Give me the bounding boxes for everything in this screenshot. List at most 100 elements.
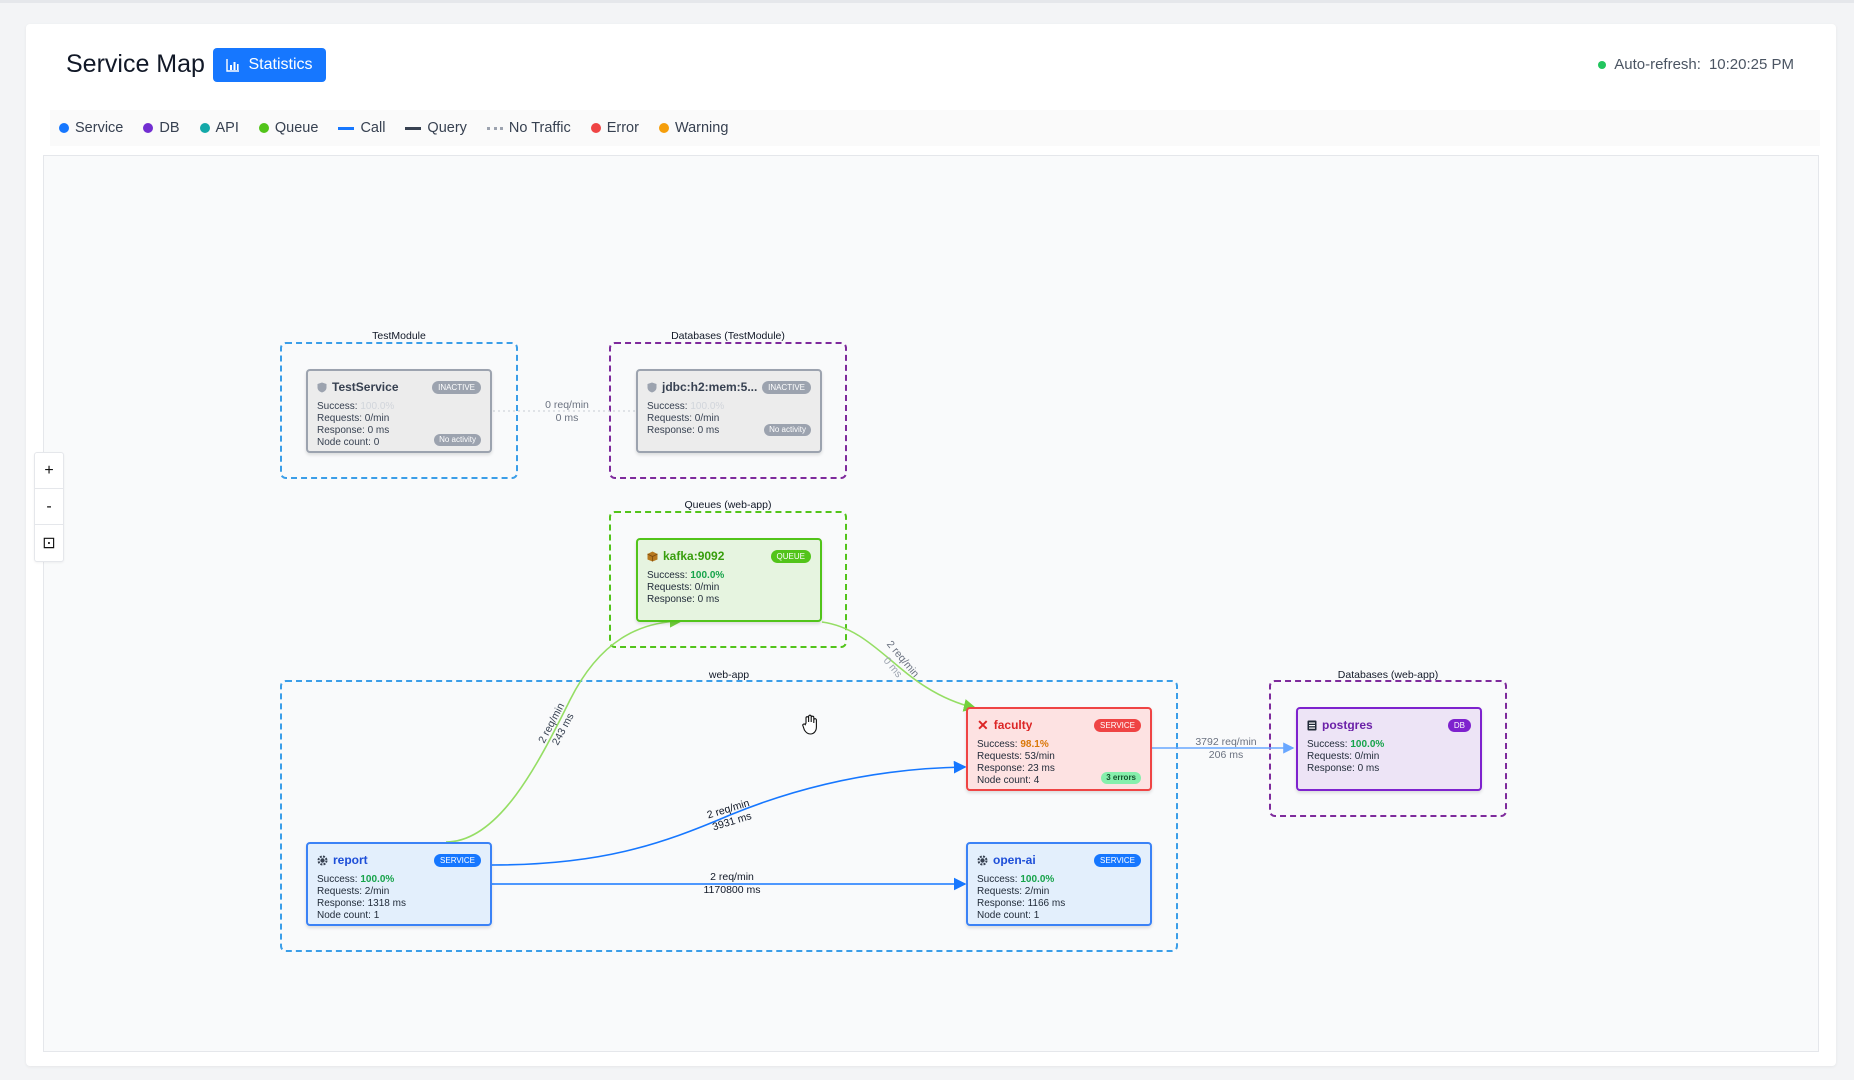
node-postgres-success-value: 100.0% [1350,739,1385,750]
node-postgres[interactable]: postgres DB Success: 100.0% Requests: 0/… [1296,707,1482,791]
legend-label: API [215,120,239,136]
node-kafka-success-value: 100.0% [690,570,725,581]
node-faculty[interactable]: ✕ faculty SERVICE Success: 98.1% Request… [966,707,1152,791]
node-report[interactable]: report SERVICE Success: 100.0% Requests:… [306,842,492,926]
node-faculty-success-value: 98.1% [1020,739,1049,750]
legend: Service DB API Queue Call Query No Traffic Erro… [50,110,1820,146]
legend-swatch [405,126,422,130]
bar-chart-icon [226,59,240,72]
node-report-type-badge: SERVICE [434,853,481,867]
node-open-ai-success-value: 100.0% [1020,874,1055,885]
node-postgres-success-label: Success: [1307,739,1348,750]
node-open-ai-name: open-ai [993,854,1036,866]
group-label-databases-web-app: Databases (web-app) [1337,669,1439,681]
legend-item-query: Query [405,120,467,136]
node-faculty-success-label: Success: [977,739,1018,750]
node-faculty-node-count: Node count: 4 [977,775,1040,786]
auto-refresh-status: Auto-refresh: 10:20:25 PM [1598,56,1794,73]
legend-swatch [590,123,601,133]
fit-view-button[interactable]: ⊡ [42,535,56,552]
node-jdbc-status-badge: INACTIVE [762,380,811,394]
node-jdbc-name: jdbc:h2:mem:5... [662,381,758,393]
node-jdbc-requests: Requests: 0/min [647,413,720,424]
node-testservice-success-label: Success: [317,401,358,412]
node-testservice-name: TestService [332,381,399,393]
legend-swatch [59,123,69,133]
legend-label: Queue [274,120,319,136]
gear-icon [977,855,988,865]
refresh-time: 10:20:25 PM [1708,56,1794,73]
legend-item-api: API [199,120,239,136]
refresh-status-dot [1598,60,1607,69]
database-icon [1307,720,1317,730]
legend-label: No Traffic [508,120,571,136]
db-shield-icon [647,382,657,392]
node-jdbc-success-value: 100.0% [690,401,725,412]
legend-label: Call [360,120,386,136]
node-open-ai-response: Response: 1166 ms [977,898,1066,909]
zoom-controls: + - ⊡ [34,452,64,562]
legend-label: DB [159,120,180,136]
service-shield-icon [317,382,327,392]
group-queues-web-app [609,511,847,648]
node-jdbc-success-label: Success: [647,401,688,412]
node-testservice-node-count: Node count: 0 [317,437,380,448]
zoom-in-button[interactable]: + [35,453,63,489]
group-label-web-app: web-app [708,669,750,681]
node-faculty-type-badge: SERVICE [1094,718,1141,732]
node-kafka-name: kafka:9092 [663,550,725,562]
node-report-success-value: 100.0% [360,874,395,885]
legend-swatch [258,123,269,133]
error-x-icon: ✕ [977,719,989,731]
node-postgres-response: Response: 0 ms [1307,763,1380,774]
node-kafka-type-badge: QUEUE [770,549,811,563]
node-testservice-response: Response: 0 ms [317,425,390,436]
node-kafka[interactable]: kafka:9092 QUEUE Success: 100.0% Request… [636,538,822,622]
legend-item-error: Error [590,120,639,136]
node-jdbc-response: Response: 0 ms [647,425,720,436]
node-open-ai-type-badge: SERVICE [1094,853,1141,867]
gear-icon [317,855,328,865]
package-icon [647,551,658,561]
node-report-node-count: Node count: 1 [317,910,380,921]
node-open-ai-success-label: Success: [977,874,1018,885]
legend-item-service: Service [59,120,123,136]
legend-item-call: Call [338,120,385,136]
node-testservice[interactable]: TestService INACTIVE Success: 100.0% Req… [306,369,492,453]
node-faculty-requests: Requests: 53/min [977,751,1055,762]
legend-item-no-traffic: No Traffic [486,120,571,136]
legend-swatch [338,126,355,130]
statistics-button-label: Statistics [248,56,313,73]
node-testservice-activity-badge: No activity [434,434,481,446]
legend-item-warning: Warning [658,120,729,136]
legend-label: Query [427,120,467,136]
legend-swatch [658,123,669,133]
node-open-ai-requests: Requests: 2/min [977,886,1050,897]
node-testservice-status-badge: INACTIVE [432,380,481,394]
group-label-databases-test-module: Databases (TestModule) [671,330,785,342]
node-kafka-requests: Requests: 0/min [647,582,720,593]
node-open-ai-node-count: Node count: 1 [977,910,1040,921]
node-kafka-response: Response: 0 ms [647,594,720,605]
node-postgres-type-badge: DB [1447,718,1471,732]
node-testservice-requests: Requests: 0/min [317,413,390,424]
node-faculty-errors-badge: 3 errors [1101,772,1141,784]
node-open-ai[interactable]: open-ai SERVICE Success: 100.0% Requests… [966,842,1152,926]
zoom-out-button[interactable]: - [35,489,63,525]
node-kafka-success-label: Success: [647,570,688,581]
legend-swatch [143,123,154,133]
refresh-prefix: Auto-refresh: [1614,56,1701,73]
statistics-button[interactable]: Statistics [213,48,326,82]
legend-item-db: DB [143,120,180,136]
node-jdbc[interactable]: jdbc:h2:mem:5... INACTIVE Success: 100.0… [636,369,822,453]
legend-label: Warning [674,120,729,136]
node-postgres-name: postgres [1322,719,1373,731]
node-report-requests: Requests: 2/min [317,886,390,897]
legend-label: Service [75,120,124,136]
legend-swatch [199,123,210,133]
legend-item-queue: Queue [258,120,319,136]
legend-swatch [486,126,503,130]
top-border [0,0,1854,3]
node-faculty-response: Response: 23 ms [977,763,1055,774]
node-testservice-success-value: 100.0% [360,401,395,412]
